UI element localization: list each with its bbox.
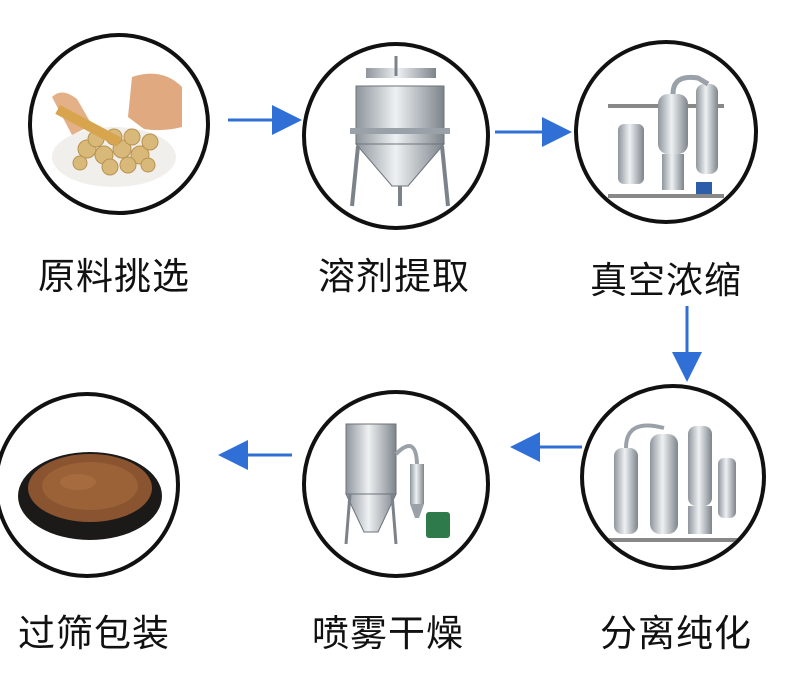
powder-bowl-icon: [18, 452, 162, 540]
step-1-image: [28, 33, 210, 215]
step-3-label: 真空浓缩: [590, 259, 742, 302]
step-6-label: 过筛包装: [18, 612, 170, 655]
separation-purification-icon: [608, 423, 740, 542]
vacuum-concentrator-icon: [608, 74, 724, 198]
step-2-image: [302, 42, 490, 230]
step-3-image: [574, 40, 758, 224]
step-1-label: 原料挑选: [38, 255, 190, 298]
spray-dryer-icon: [344, 423, 450, 545]
step-5-image: [302, 390, 490, 578]
step-6-image: [0, 392, 180, 578]
step-2-label: 溶剂提取: [318, 255, 470, 298]
step-4-image: [580, 384, 766, 570]
herb-slices-icon: [52, 73, 182, 187]
step-5-label: 喷雾干燥: [312, 612, 464, 655]
step-4-label: 分离纯化: [600, 612, 752, 655]
extraction-tank-icon: [350, 56, 450, 207]
